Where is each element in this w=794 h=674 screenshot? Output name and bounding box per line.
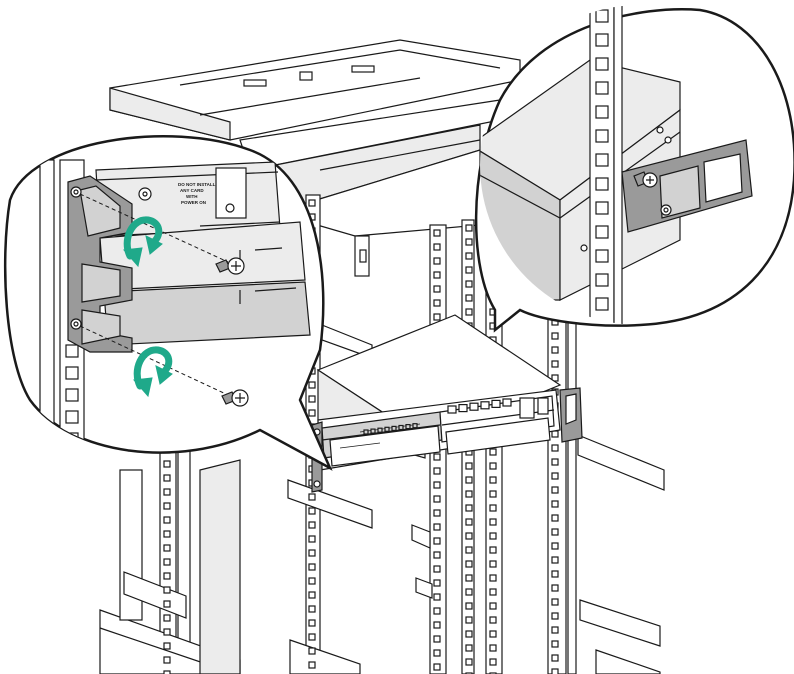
warning-label-line-1: DO NOT INSTALL [178, 182, 216, 187]
warning-label-line-3: WITH [186, 194, 198, 199]
callout-left-ear-detail: DO NOT INSTALL ANY CARD WITH POWER ON [3, 135, 333, 471]
screw-icon [221, 389, 249, 407]
screw-icon [215, 257, 245, 275]
callout-right-ear-detail [474, 5, 794, 333]
rotate-arrow-icon [122, 216, 163, 268]
screw-icon [633, 171, 658, 188]
router-chassis [311, 314, 583, 493]
warning-label-line-4: POWER ON [181, 200, 206, 205]
rotate-arrow-icon [132, 346, 173, 398]
warning-label-line-2: ANY CARD [180, 188, 204, 193]
